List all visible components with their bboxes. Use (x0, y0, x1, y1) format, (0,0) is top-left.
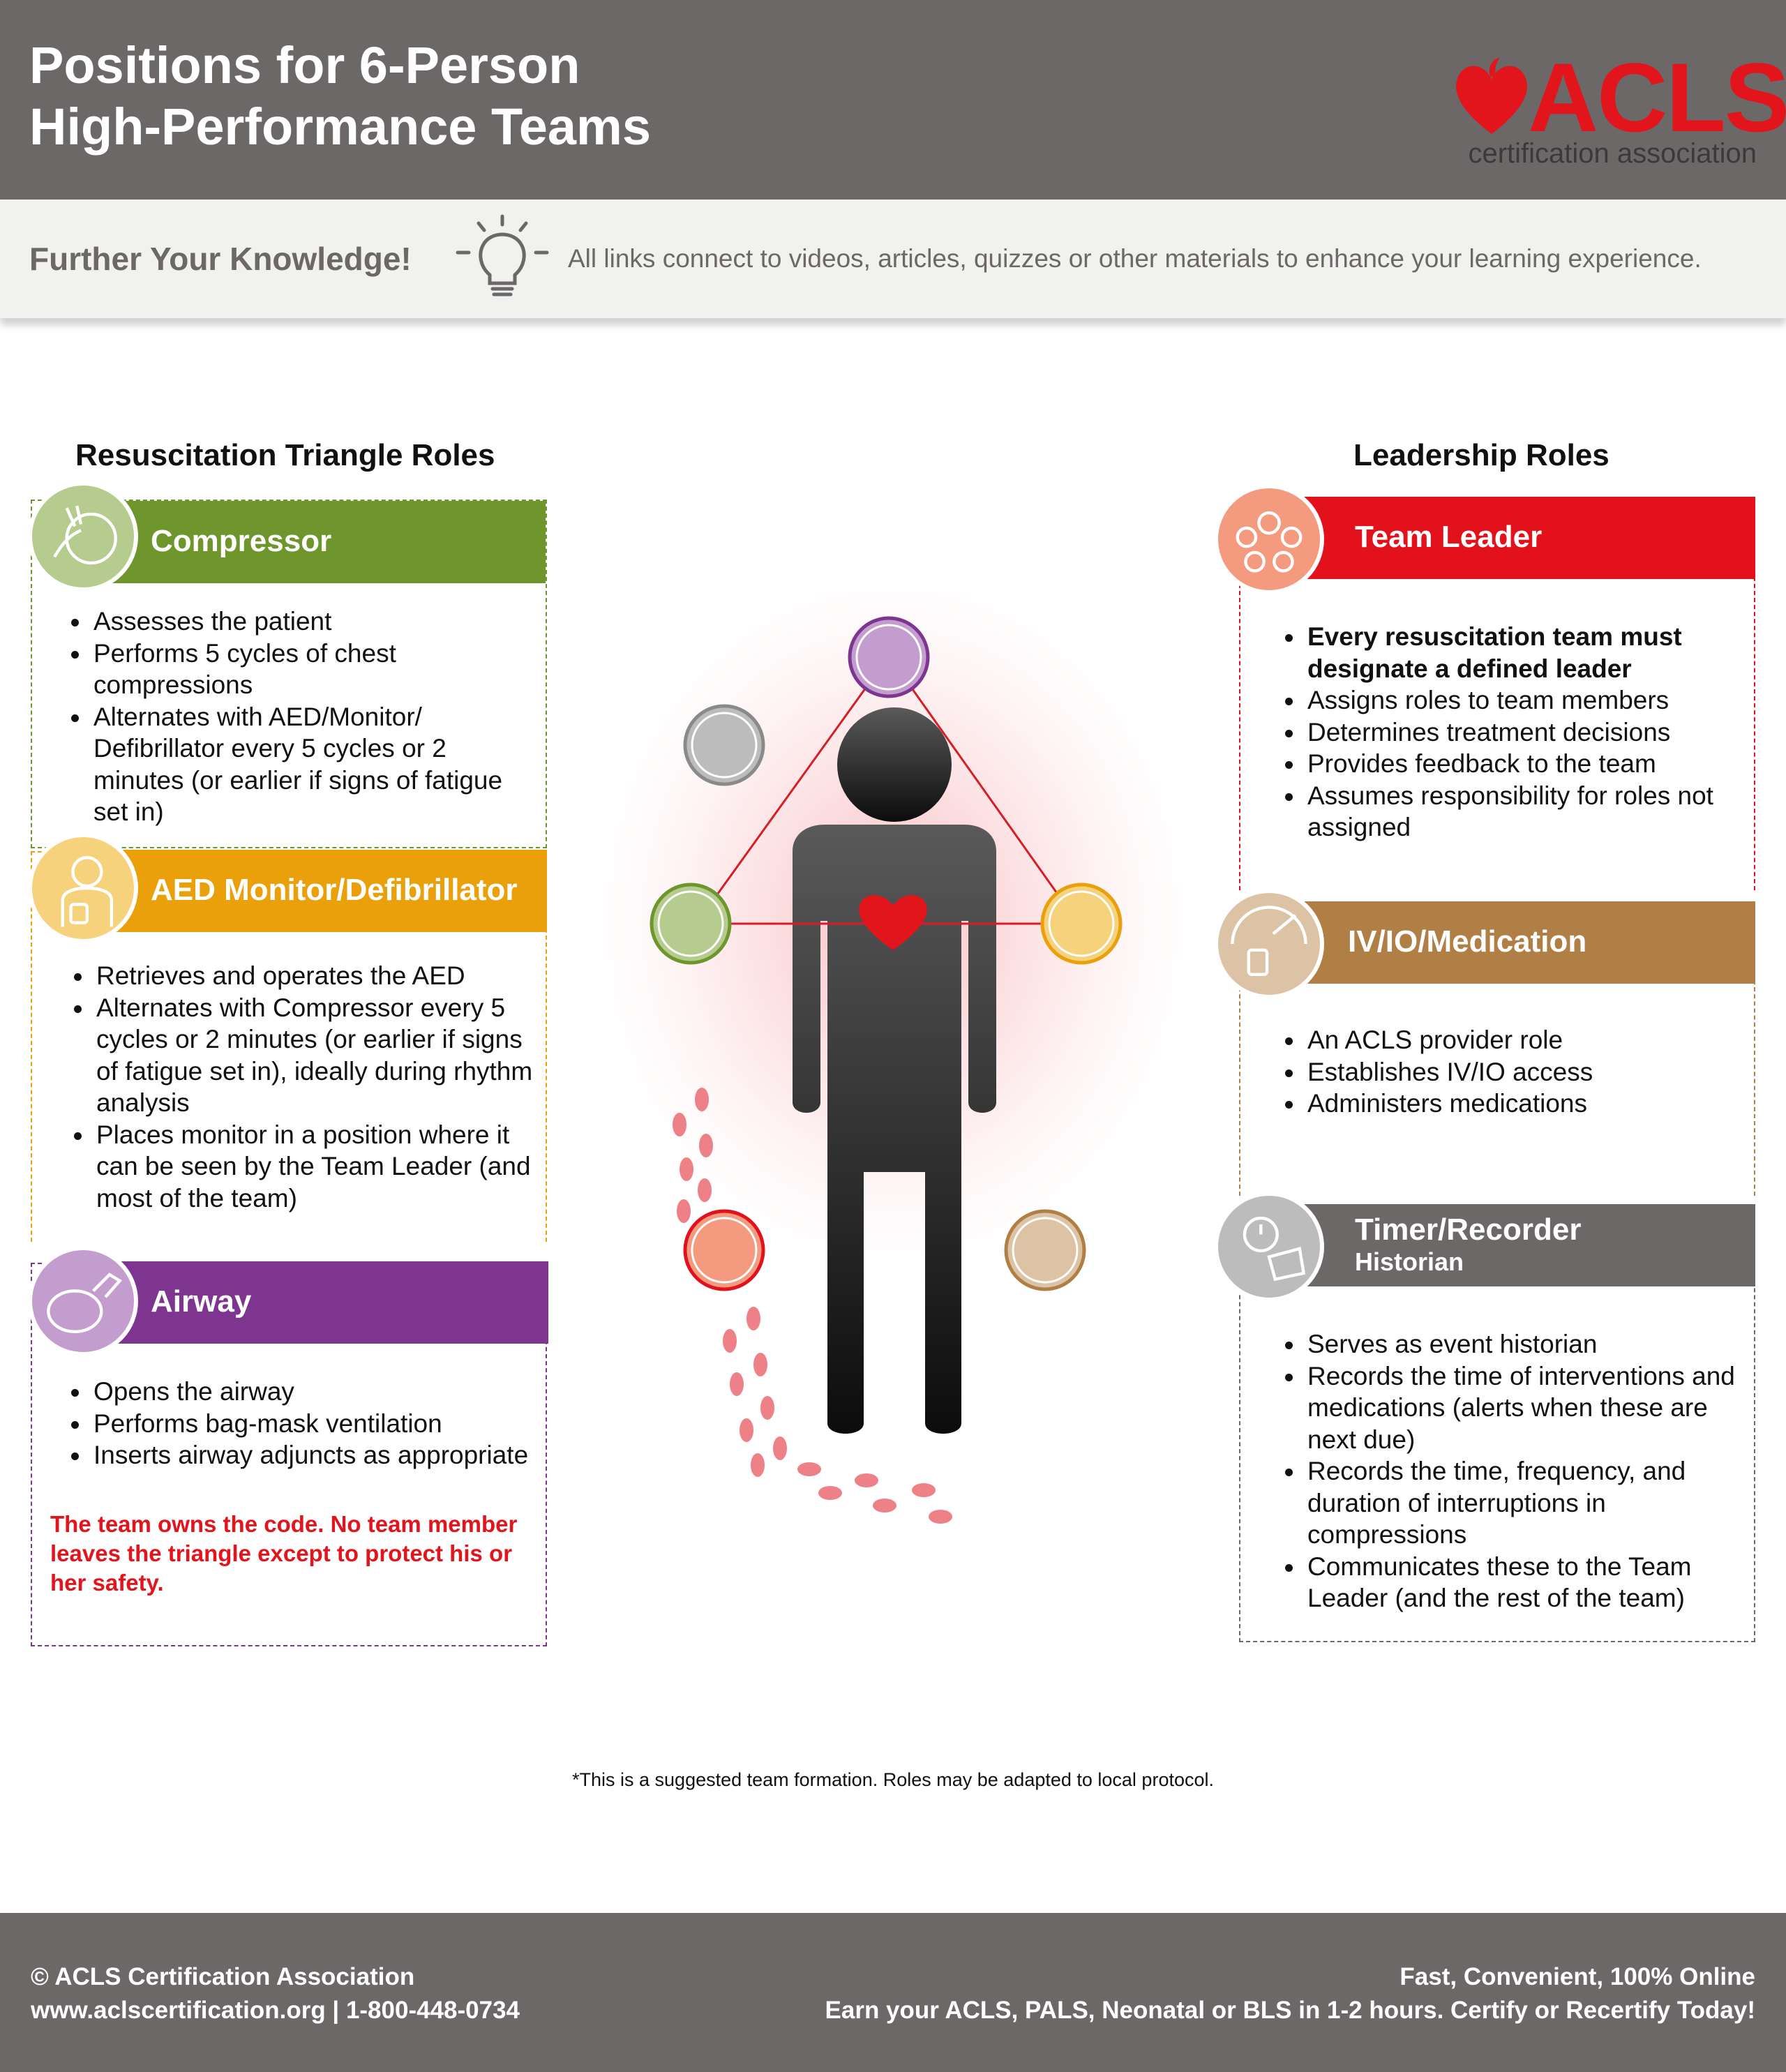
aed-icon (28, 833, 138, 943)
iv-medication-position-circle (1004, 1209, 1086, 1291)
copyright-text: © ACLS Certification Association (31, 1963, 415, 1990)
team-leader-header[interactable]: Team Leader (1284, 497, 1755, 579)
compressor-icon (28, 481, 138, 592)
list-item: An ACLS provider role (1281, 1024, 1755, 1056)
title-line-1: Positions for 6-Person (29, 36, 580, 94)
contact-link[interactable]: www.aclscertification.org | 1-800-448-07… (31, 1997, 520, 2024)
list-item: Every resuscitation team must designate … (1281, 621, 1755, 684)
team-leader-bullets: Every resuscitation team must designate … (1281, 621, 1755, 843)
list-item: Records the time of interventions and me… (1281, 1360, 1755, 1456)
timer-header[interactable]: Timer/Recorder Historian (1284, 1204, 1755, 1286)
list-item: Places monitor in a position where it ca… (70, 1119, 544, 1215)
timer-title: Timer/Recorder (1355, 1213, 1582, 1247)
list-item: Opens the airway (67, 1376, 555, 1408)
team-leader-position-circle (683, 1209, 765, 1291)
list-item: Records the time, frequency, and duratio… (1281, 1455, 1755, 1551)
compressor-title: Compressor (151, 524, 332, 558)
knowledge-bar: Further Your Knowledge! All links connec… (0, 200, 1786, 318)
airway-header[interactable]: Airway (67, 1261, 548, 1344)
airway-title: Airway (151, 1284, 252, 1319)
iv-medication-bullets: An ACLS provider role Establishes IV/IO … (1281, 1024, 1755, 1120)
compressor-header[interactable]: Compressor (67, 501, 546, 583)
list-item: Determines treatment decisions (1281, 716, 1755, 749)
tagline: Fast, Convenient, 100% Online (1399, 1963, 1755, 1990)
list-item: Retrieves and operates the AED (70, 960, 544, 992)
list-item: Administers medications (1281, 1088, 1755, 1120)
footprints-decoration (673, 1088, 952, 1524)
title-line-2: High-Performance Teams (29, 98, 651, 156)
timer-position-circle (683, 704, 765, 786)
leadership-roles-title: Leadership Roles (1353, 438, 1609, 472)
logo-subtitle: certification association (1468, 138, 1757, 169)
timer-icon (1214, 1192, 1324, 1302)
list-item: Assumes responsibility for roles not ass… (1281, 780, 1755, 843)
page-title: Positions for 6-Person High-Performance … (29, 35, 866, 158)
heart-icon (859, 895, 927, 950)
header-banner: Positions for 6-Person High-Performance … (0, 0, 1786, 200)
list-item: Assesses the patient (67, 606, 541, 638)
iv-medication-icon (1214, 889, 1324, 999)
list-item: Performs 5 cycles of chest compressions (67, 638, 541, 701)
certify-cta[interactable]: Earn your ACLS, PALS, Neonatal or BLS in… (825, 1997, 1755, 2024)
logo-text: ACLS (1528, 43, 1786, 152)
patient-figure (793, 707, 996, 1434)
list-item: Establishes IV/IO access (1281, 1056, 1755, 1088)
lightbulb-icon (456, 214, 549, 296)
compressor-bullets: Assesses the patient Performs 5 cycles o… (67, 606, 541, 828)
footer-left: © ACLS Certification Association www.acl… (31, 1960, 520, 2027)
knowledge-description: All links connect to videos, articles, q… (568, 244, 1702, 273)
list-item: Assigns roles to team members (1281, 684, 1755, 716)
timer-bullets: Serves as event historian Records the ti… (1281, 1328, 1755, 1614)
timer-subtitle: Historian (1355, 1247, 1464, 1276)
list-item: Serves as event historian (1281, 1328, 1755, 1360)
aed-header[interactable]: AED Monitor/Defibrillator (67, 850, 547, 932)
iv-medication-title: IV/IO/Medication (1348, 924, 1587, 959)
footnote: *This is a suggested team formation. Rol… (572, 1769, 1214, 1790)
team-owns-code-note: The team owns the code. No team member l… (50, 1511, 518, 1596)
compressor-role-box (31, 500, 547, 848)
team-leader-icon (1214, 484, 1324, 594)
knowledge-title: Further Your Knowledge! (29, 241, 412, 277)
resuscitation-triangle-title: Resuscitation Triangle Roles (75, 438, 495, 472)
acls-logo[interactable]: ACLS certification association (1450, 49, 1786, 169)
heart-logo-icon (1456, 57, 1527, 134)
aed-bullets: Retrieves and operates the AED Alternate… (70, 960, 544, 1214)
team-formation-diagram (558, 530, 1228, 1524)
airway-icon (28, 1246, 138, 1356)
iv-medication-header[interactable]: IV/IO/Medication (1284, 901, 1755, 984)
list-item: Alternates with AED/Monitor/ Defibrillat… (67, 701, 541, 828)
footer-right: Fast, Convenient, 100% Online Earn your … (825, 1960, 1755, 2027)
list-item: Provides feedback to the team (1281, 748, 1755, 780)
airway-bullets: Opens the airway Performs bag-mask venti… (67, 1376, 555, 1471)
footer-banner: © ACLS Certification Association www.acl… (0, 1913, 1786, 2072)
compressor-position-circle (650, 883, 732, 965)
aed-position-circle (1040, 883, 1123, 965)
aed-title: AED Monitor/Defibrillator (151, 873, 518, 907)
list-item: Alternates with Compressor every 5 cycle… (70, 992, 544, 1119)
airway-position-circle (848, 616, 930, 698)
list-item: Communicates these to the Team Leader (a… (1281, 1551, 1755, 1614)
list-item: Inserts airway adjuncts as appropriate (67, 1439, 555, 1471)
list-item: Performs bag-mask ventilation (67, 1408, 555, 1440)
team-leader-title: Team Leader (1355, 520, 1543, 554)
